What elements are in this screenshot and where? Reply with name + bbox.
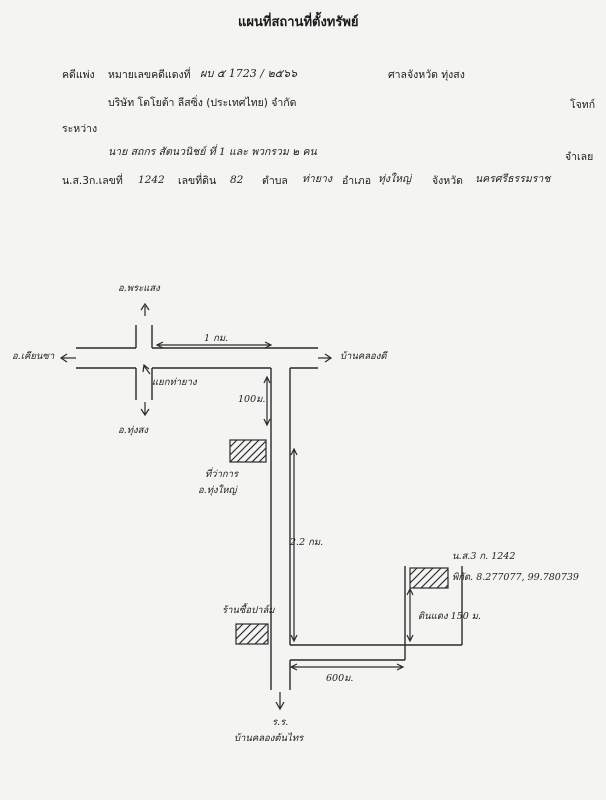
label-property-deed: น.ส.3 ก. 1242 [452, 551, 516, 562]
dimension-100m-bottom-head [263, 418, 271, 427]
south-arrow-head [140, 408, 150, 417]
label-office-line-2: อ.ทุ่งใหญ่ [198, 485, 237, 496]
province-name: นครศรีธรรมราช [475, 173, 551, 185]
dimension-600m-right-head [396, 663, 405, 671]
label-distance-22km: 2.2 กม. [290, 537, 324, 548]
label-east-village: บ้านคลองดี [340, 351, 387, 362]
district-name: ทุ่งใหญ่ [378, 173, 412, 185]
west-arrow-head [59, 353, 68, 363]
court-name: ศาลจังหวัด ทุ่งสง [388, 69, 465, 81]
label-junction: แยกท่ายาง [152, 377, 197, 388]
defendant-role: จำเลย [565, 151, 594, 163]
land-number-label: เลขที่ดิน [178, 175, 217, 187]
dimension-600m-left-head [289, 663, 298, 671]
dimension-22km-bottom-head [290, 634, 298, 643]
label-palm-shop: ร้านซื้อปาล์ม [222, 605, 275, 616]
north-arrow-head [140, 302, 150, 311]
dimension-100m-top-head [263, 375, 271, 384]
dimension-150m-top-head [406, 587, 414, 596]
label-office-line-1: ที่ว่าการ [205, 469, 239, 480]
subdistrict-name: ท่ายาง [302, 173, 332, 185]
district-label: อำเภอ [342, 175, 372, 187]
red-case-number: ผบ ๕ 1723 / ๒๕๖๖ [200, 67, 297, 80]
label-school: ร.ร. [272, 717, 289, 728]
province-label: จังหวัด [432, 175, 463, 187]
subdistrict-label: ตำบล [262, 175, 288, 187]
label-school-village: บ้านคลองต้นไทร [234, 733, 304, 744]
land-number: 82 [230, 174, 244, 186]
label-distance-100m: 100ม. [238, 394, 266, 405]
document-title: แผนที่สถานที่ตั้งทรัพย์ [238, 15, 359, 30]
label-property-coordinates: พิกัด. 8.277077, 99.780739 [452, 572, 579, 583]
dimension-1km-right-head [264, 341, 273, 349]
dimension-150m-bottom-head [406, 634, 414, 643]
plaintiff-role: โจทก์ [570, 99, 596, 111]
property-marker [409, 567, 449, 589]
district-office-marker [229, 439, 267, 463]
main-south-arrow-head [275, 701, 285, 711]
deed-doc-number: 1242 [138, 174, 165, 186]
dimension-1km-left-head [155, 341, 164, 349]
dimension-22km-top-head [290, 447, 298, 456]
palm-shop-marker [235, 623, 269, 645]
junction-pointer-head [142, 363, 150, 373]
red-case-label: หมายเลขคดีแดงที่ [108, 69, 191, 81]
plaintiff-name: บริษัท โตโยต้า ลีสซิ่ง (ประเทศไทย) จำกัด [108, 97, 297, 109]
label-west-district: อ.เคียนซา [12, 351, 55, 362]
label-dirt-road-150m: ดินแดง 150 ม. [418, 611, 482, 622]
junction-pointer [143, 365, 151, 375]
deed-doc-label: น.ส.3ก.เลขที่ [62, 175, 123, 187]
label-south-district: อ.ทุ่งสง [118, 425, 149, 436]
label-distance-600m: 600ม. [326, 673, 354, 684]
defendant-name: นาย สถกร สัตนวนิชย์ ที่ 1 และ พวกรวม ๒ ค… [108, 146, 317, 158]
label-north-district: อ.พระแสง [118, 283, 160, 294]
east-arrow-head [324, 353, 333, 363]
case-label: คดีแพ่ง [62, 69, 95, 81]
label-distance-1km: 1 กม. [204, 333, 229, 344]
between-label: ระหว่าง [62, 123, 98, 135]
